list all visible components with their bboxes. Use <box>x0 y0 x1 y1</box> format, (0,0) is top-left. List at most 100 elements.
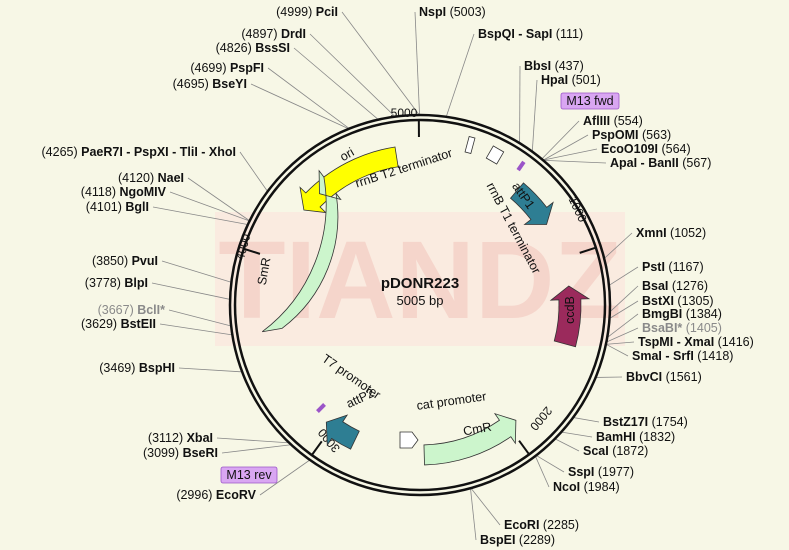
plasmid-size: 5005 bp <box>397 293 444 308</box>
site-pos-bsabi: (1405) <box>682 321 722 335</box>
site-pos-nspi: (5003) <box>446 5 486 19</box>
feature-rrnB-T1-terminator-box <box>485 145 505 165</box>
site-name-smai: SmaI - SrfI <box>632 349 694 363</box>
leader-bmgbi <box>608 313 639 338</box>
site-bbvci: BbvCI (1561) <box>626 370 702 384</box>
leader-ecori <box>471 488 501 526</box>
site-pos-bsai: (1276) <box>668 279 708 293</box>
site-bmgbi: BmgBI (1384) <box>642 307 722 321</box>
leader-ncoi <box>535 456 550 488</box>
tick-3000 <box>311 440 323 455</box>
leader-bgli <box>152 206 247 225</box>
site-naei: (4120) NaeI <box>118 171 184 185</box>
site-pspfi: (4699) PspFI <box>190 61 264 75</box>
site-pos-ngomiv: (4118) <box>81 185 120 199</box>
leader-naei <box>187 177 250 221</box>
leader-bstz17i <box>574 417 600 423</box>
feature-label-cat-promoter: cat promoter <box>416 389 487 413</box>
site-name-ngomiv: NgoMIV <box>119 185 166 199</box>
site-pos-ecorv: (2996) <box>176 488 216 502</box>
site-name-ecoo109i: EcoO109I <box>601 142 658 156</box>
site-name-apai: ApaI - BanII <box>610 156 679 170</box>
feature-cat-promoter <box>399 431 419 449</box>
site-pos-bmgbi: (1384) <box>682 307 722 321</box>
site-bseyi: (4695) BseYI <box>173 77 247 91</box>
site-pcii: (4999) PciI <box>276 5 338 19</box>
leader-ecoo109i <box>544 148 598 161</box>
site-pos-paer7i: (4265) <box>42 145 82 159</box>
leader-paer7i <box>239 151 268 191</box>
leader-bstEii <box>159 323 232 336</box>
site-pos-bseri: (3099) <box>143 446 183 460</box>
feature-SmR <box>262 169 342 333</box>
leader-pspomi <box>543 134 589 161</box>
site-name-pspfi: PspFI <box>230 61 264 75</box>
site-name-bsabi: BsaBI* <box>642 321 682 335</box>
site-bstxi: BstXI (1305) <box>642 294 714 308</box>
site-pos-bstEii: (3629) <box>81 317 121 331</box>
site-pos-bbvci: (1561) <box>662 370 702 384</box>
site-pspomi: PspOMI (563) <box>592 128 671 142</box>
site-pos-bspqi: (111) <box>552 27 583 41</box>
site-pos-ncoi: (1984) <box>580 480 620 494</box>
site-name-xmni: XmnI <box>636 226 667 240</box>
leader-ecorv <box>259 460 310 496</box>
site-pos-pcii: (4999) <box>276 5 316 19</box>
site-drdi: (4897) DrdI <box>241 27 306 41</box>
feature-attP2 <box>325 414 360 450</box>
feature-ori <box>299 146 399 214</box>
backbone-outer <box>228 113 612 497</box>
site-pos-pspfi: (4699) <box>190 61 230 75</box>
site-name-bseyi: BseYI <box>212 77 247 91</box>
site-ecorv: (2996) EcoRV <box>176 488 256 502</box>
site-pos-bbsi: (437) <box>551 59 584 73</box>
leader-bspqi <box>446 33 475 116</box>
site-name-bcli: BclI* <box>137 303 165 317</box>
site-name-bspei: BspEI <box>480 533 515 547</box>
site-pos-aflii: (554) <box>610 114 643 128</box>
site-blpi: (3778) BlpI <box>85 276 148 290</box>
leader-bsphi <box>178 367 242 373</box>
site-name-bstxi: BstXI <box>642 294 674 308</box>
feature-label-ori: ori <box>337 145 356 164</box>
tick-label-4000: 4000 <box>233 232 254 262</box>
site-name-pspomi: PspOMI <box>592 128 639 142</box>
site-leader-lines <box>151 11 639 541</box>
leader-bspei <box>470 489 477 541</box>
site-bsabi: BsaBI* (1405) <box>642 321 722 335</box>
tick-label-2000: 2000 <box>527 404 555 434</box>
site-pos-ecoo109i: (564) <box>658 142 691 156</box>
site-smai: SmaI - SrfI (1418) <box>632 349 733 363</box>
site-name-bstEii: BstEII <box>121 317 156 331</box>
site-pos-bseyi: (4695) <box>173 77 213 91</box>
site-pos-pspomi: (563) <box>639 128 672 142</box>
site-ecoo109i: EcoO109I (564) <box>601 142 691 156</box>
leader-nspi <box>414 11 420 115</box>
site-name-ncoi: NcoI <box>553 480 580 494</box>
primer-m13-fwd-label: M13 fwd <box>566 94 613 108</box>
site-name-hpai: HpaI <box>541 73 568 87</box>
leader-xbai <box>216 437 288 444</box>
site-pos-scai: (1872) <box>609 444 649 458</box>
site-pos-xbai: (3112) <box>148 431 187 445</box>
leader-bsabi <box>607 327 639 343</box>
site-pos-bsphi: (3469) <box>99 361 139 375</box>
leader-sspi <box>536 455 565 473</box>
site-pos-ecori: (2285) <box>539 518 579 532</box>
site-bseri: (3099) BseRI <box>143 446 218 460</box>
feature-label-ccdB: ccdB <box>563 296 577 324</box>
site-name-tspmi: TspMI - XmaI <box>638 335 714 349</box>
leader-bamhi <box>562 431 593 438</box>
site-bbsi: BbsI (437) <box>524 59 584 73</box>
site-pos-bamhi: (1832) <box>636 430 676 444</box>
site-name-scai: ScaI <box>583 444 609 458</box>
site-pos-sspi: (1977) <box>594 465 634 479</box>
leader-pspfi <box>267 67 349 129</box>
site-nspi: NspI (5003) <box>419 5 486 19</box>
leader-psti <box>609 266 639 286</box>
leader-bstxi <box>610 300 639 319</box>
site-pos-drdi: (4897) <box>241 27 281 41</box>
backbone-inner <box>233 118 607 492</box>
